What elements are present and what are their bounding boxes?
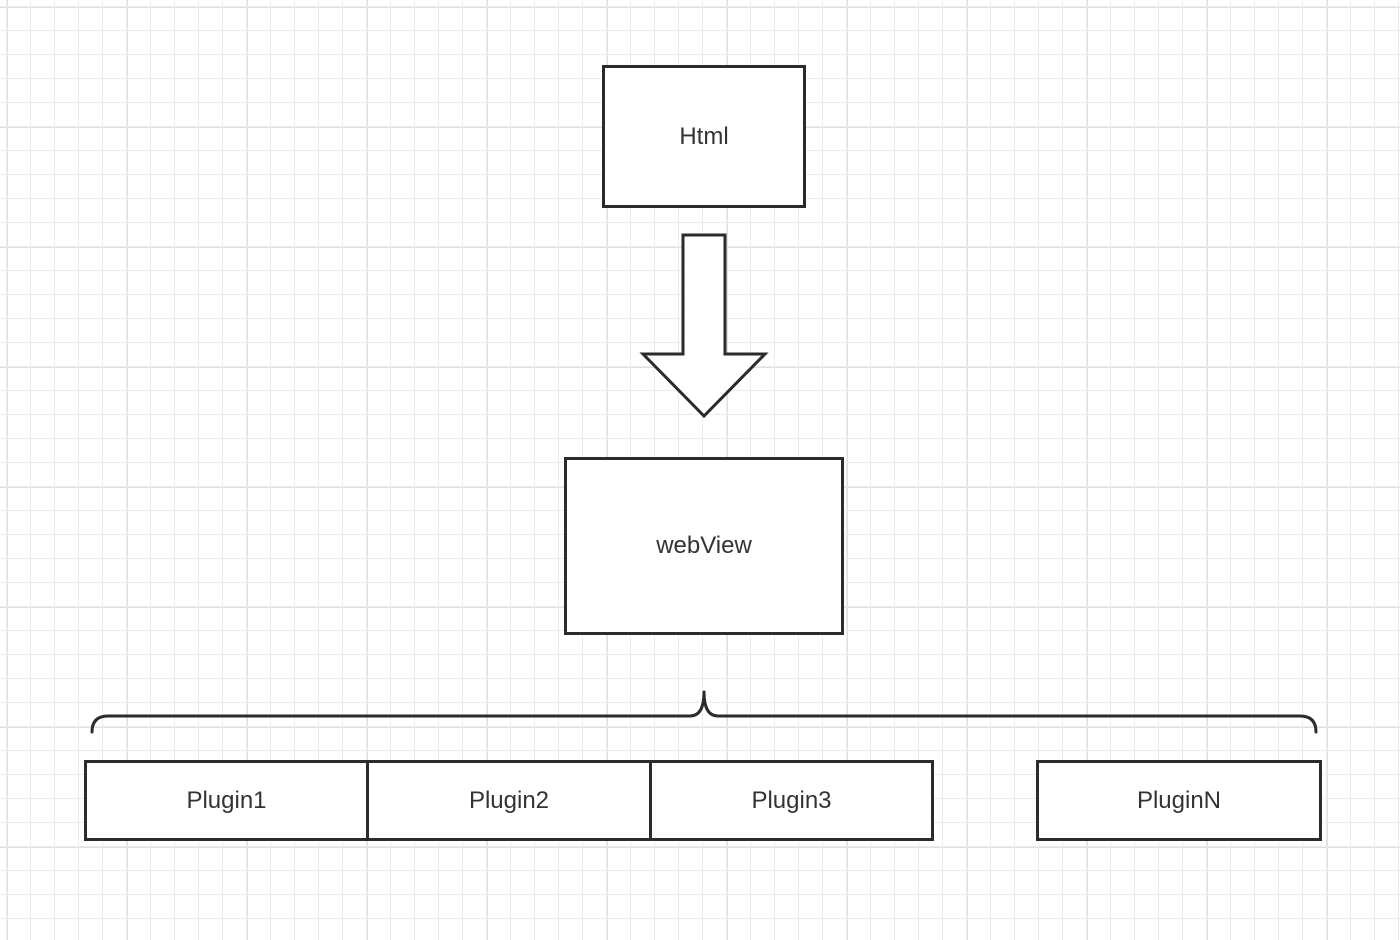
block-arrow-shape <box>639 233 769 419</box>
pluginN-node[interactable]: PluginN <box>1036 760 1322 841</box>
webview-node[interactable]: webView <box>564 457 844 635</box>
pluginN-node-label: PluginN <box>1136 786 1222 814</box>
plugin3-node-label: Plugin3 <box>751 786 832 814</box>
plugin3-node[interactable]: Plugin3 <box>649 760 934 841</box>
curly-brace-path <box>90 690 1318 734</box>
webview-node-label: webView <box>656 532 752 559</box>
plugin2-node[interactable]: Plugin2 <box>366 760 652 841</box>
html-node-label: Html <box>679 122 729 150</box>
html-node[interactable]: Html <box>602 65 806 208</box>
plugin1-node-label: Plugin1 <box>186 786 267 814</box>
plugin1-node[interactable]: Plugin1 <box>84 760 369 841</box>
plugin2-node-label: Plugin2 <box>468 786 550 814</box>
